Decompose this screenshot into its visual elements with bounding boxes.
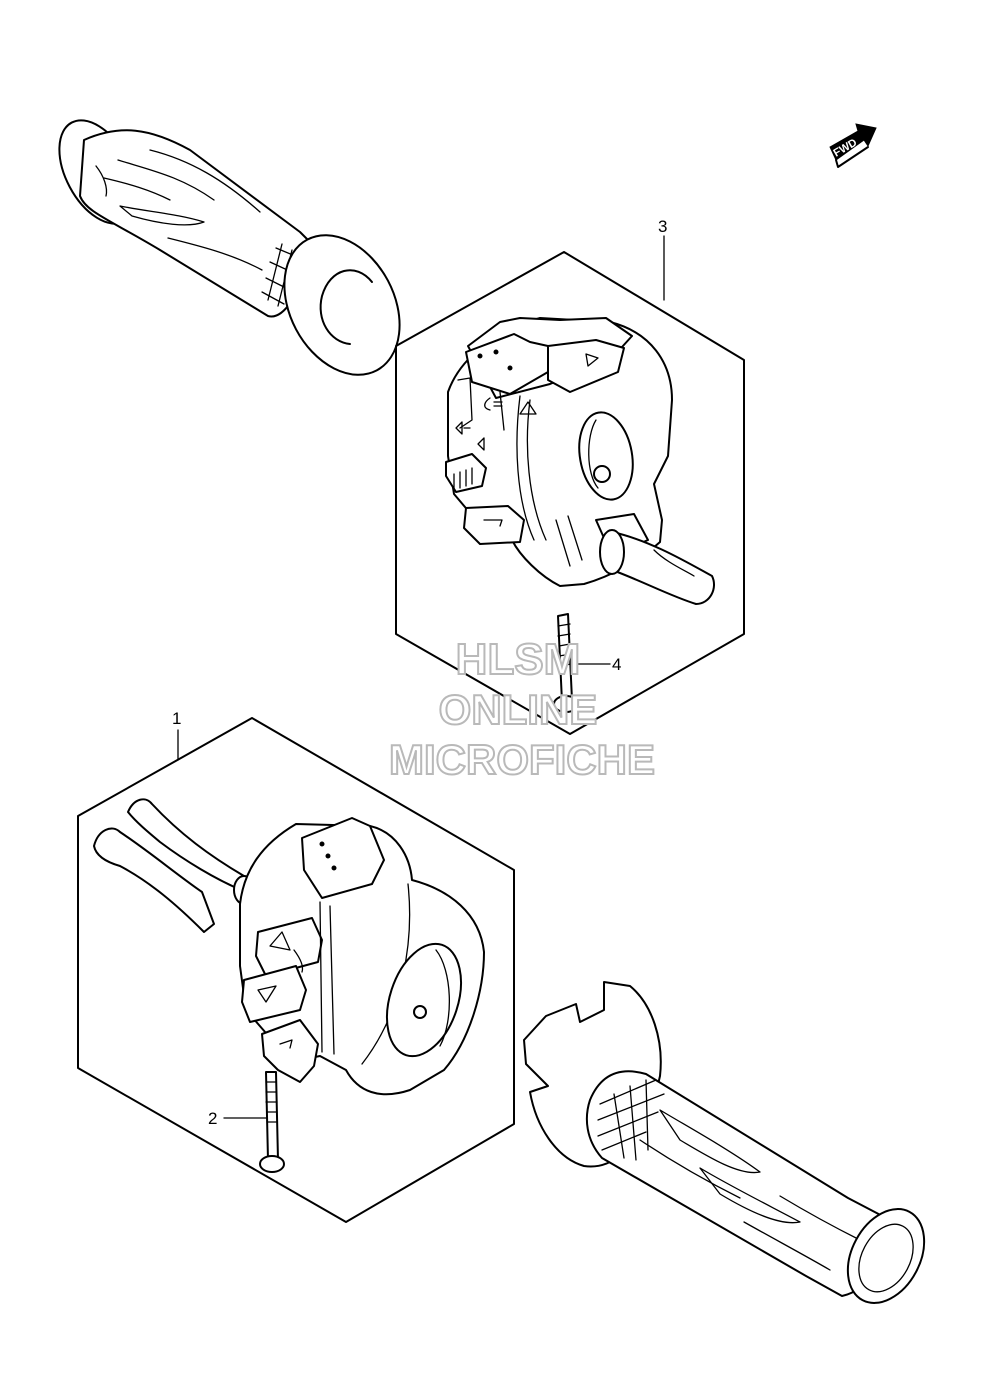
throttle-grip-top (58, 119, 401, 376)
screw-part-2 (259, 1071, 285, 1173)
watermark-line-3: MICROFICHE (389, 736, 655, 783)
callout-part-2: 2 (208, 1109, 217, 1128)
watermark-line-2: ONLINE (439, 686, 598, 733)
watermark: HLSM ONLINE MICROFICHE (388, 634, 656, 784)
assembly-box-part-1 (77, 717, 515, 1223)
callout-part-4: 4 (612, 655, 621, 674)
watermark-line-1: HLSM (456, 635, 581, 684)
callout-part-3: 3 (658, 217, 667, 236)
left-handlebar-switch (93, 798, 485, 1096)
right-handlebar-switch (445, 317, 715, 605)
assembly-box-part-3 (395, 251, 745, 735)
handlebar-grip-bottom (523, 981, 926, 1304)
screw-part-4 (553, 613, 579, 713)
fwd-direction-arrow: FWD (829, 123, 877, 168)
callout-part-1: 1 (172, 709, 181, 728)
